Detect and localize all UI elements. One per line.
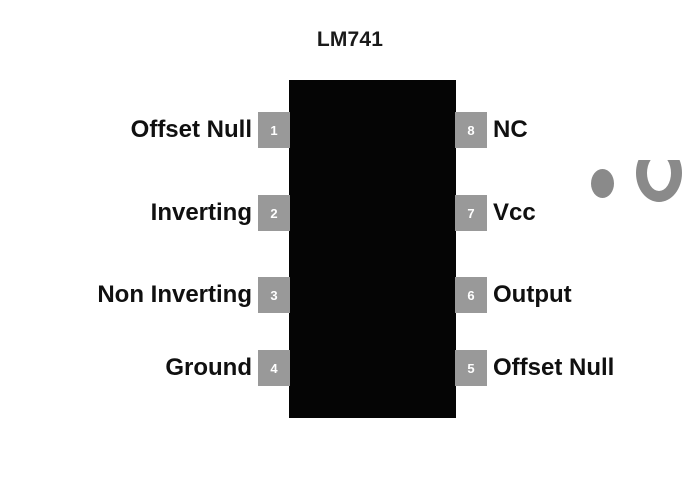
pin-number-7[interactable]: 7 [455, 195, 487, 231]
pin-label-4: Ground [165, 354, 252, 381]
pin-number-4[interactable]: 4 [258, 350, 290, 386]
pin-label-1: Offset Null [130, 116, 252, 143]
chip-body [289, 80, 682, 418]
package-notch-ring [630, 160, 688, 204]
page-title: LM741 [316, 28, 384, 51]
pin-label-3: Non Inverting [97, 281, 252, 308]
pin-number-8[interactable]: 8 [455, 112, 487, 148]
pin-number-1[interactable]: 1 [258, 112, 290, 148]
pin1-indicator-dot [591, 169, 614, 198]
pin-number-2[interactable]: 2 [258, 195, 290, 231]
pin-label-6: Output [493, 281, 572, 308]
pin-label-7: Vcc [493, 199, 536, 226]
pin-number-6[interactable]: 6 [455, 277, 487, 313]
pin-label-2: Inverting [150, 199, 252, 226]
pin-label-5: Offset Null [493, 354, 615, 381]
pin-number-5[interactable]: 5 [455, 350, 487, 386]
pin-number-3[interactable]: 3 [258, 277, 290, 313]
pin-label-8: NC [493, 116, 528, 143]
